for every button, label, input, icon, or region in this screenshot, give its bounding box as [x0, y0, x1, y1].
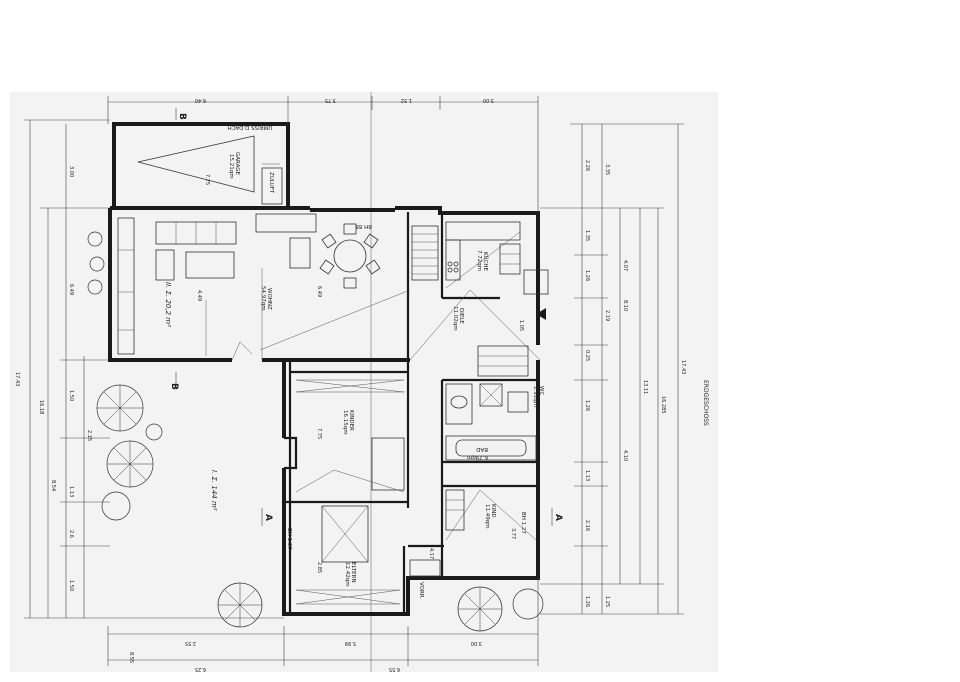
room-kind-area: 11.49qm: [484, 504, 490, 529]
dim-bottom-0: 6.25: [195, 666, 206, 672]
stairs: [411, 225, 439, 281]
exterior-walls: [108, 122, 540, 616]
room-wc-name: WC: [538, 386, 544, 395]
luft-note: ZULUFT: [268, 172, 274, 194]
dim-left-8: 16.18: [38, 400, 44, 414]
room-diele-name: DIELE: [458, 308, 464, 324]
dim-right-long-1: 13.11: [642, 380, 648, 394]
tree-icon: [101, 491, 131, 521]
dim-left-5: 2.6: [68, 530, 74, 538]
dim-right-long-3: 8.10: [622, 300, 628, 311]
room-bad-area: 6.29qm: [467, 454, 488, 460]
dim-right-3: 1.26: [584, 270, 590, 281]
dim-bottom-4: 3.00: [471, 640, 482, 646]
dim-right-1: 3.35: [604, 164, 610, 175]
dim-left-1: 6.49: [68, 284, 74, 295]
dim-left-4: 1.13: [68, 486, 74, 497]
room-eltern-name: ELTERN: [350, 562, 356, 583]
dim-inner-1: 6.49: [316, 286, 322, 297]
bh-label-3: BH 1.27: [520, 512, 526, 534]
dim-left-0: 3.00: [68, 166, 74, 177]
room-bad-name: BAD: [476, 446, 488, 452]
room-kind-name: KIND: [490, 504, 496, 518]
dim-top-1: 3.75: [325, 97, 336, 103]
dim-inner-6: 4.17: [428, 548, 434, 559]
dim-inner-7: 1.05: [518, 320, 524, 331]
room-wohnen-name: WOHNZ: [266, 288, 272, 310]
room-wohnen-area: 54.97qm: [260, 286, 266, 311]
wohn-area-note: II. Σ. 20,2 m²: [164, 282, 172, 327]
bh-label-1: BH 88: [355, 223, 372, 229]
dim-bottom-1: 2.55: [185, 640, 196, 646]
total-area-note: I. Σ. 144 m²: [210, 470, 218, 511]
landscaping: [87, 231, 544, 632]
dim-right-4: 2.19: [604, 310, 610, 321]
room-wc-area: 1.91qm: [532, 386, 538, 407]
dim-left-3: 2.15: [86, 430, 92, 441]
dim-right-long-0: 17.43: [680, 360, 686, 374]
dim-right-2: 1.35: [584, 230, 590, 241]
dim-left-2: 1.50: [68, 390, 74, 401]
room-garage-name: GARAGE: [234, 152, 240, 176]
bh-label-2: BH 1.37: [286, 528, 292, 550]
dim-right-long-2: 16.285: [660, 396, 666, 414]
tree-icon: [87, 231, 103, 247]
tree-icon: [145, 423, 163, 441]
dimension-lines: [24, 96, 684, 666]
dim-inner-5: 2.85: [316, 562, 322, 573]
section-mark-b-top: B: [177, 113, 187, 120]
vorrat-label: VORR.: [418, 582, 424, 599]
dim-right-5: 0.25: [584, 350, 590, 361]
dim-bottom-5: 8.55: [128, 652, 134, 663]
room-kinder-area: 16.15qm: [342, 410, 348, 435]
dim-bottom-3: 5.99: [345, 640, 356, 646]
tree-icon: [87, 279, 103, 295]
dim-top-2: 1.32: [401, 97, 412, 103]
dim-inner-2: 7.75: [316, 428, 322, 439]
labels: B B A A ERDGESCHOSS UMRISS D.DACH ZULUFT…: [14, 97, 709, 672]
tree-icon: [89, 256, 105, 272]
room-kinder-name: KINDER: [348, 410, 354, 431]
dim-inner-3: 7.75: [204, 174, 210, 185]
interior-details: [117, 135, 549, 605]
dim-inner-0: 4.49: [196, 290, 202, 301]
dim-top-0: 6.40: [195, 97, 206, 103]
tree-icon: [512, 588, 544, 620]
dim-top-3: 3.00: [483, 97, 494, 103]
dim-left-9: 8.54: [50, 480, 56, 491]
room-garage-area: 15.21qm: [228, 154, 234, 179]
dim-right-long-4: 4.07: [622, 260, 628, 271]
section-mark-a-right: A: [553, 514, 563, 521]
room-diele-area: 11.02qm: [452, 306, 458, 331]
dim-right-6: 1.26: [584, 400, 590, 411]
dach-note: UMRISS D.DACH: [228, 124, 273, 130]
dim-bottom-2: 6.55: [389, 666, 400, 672]
dim-inner-4: 3.77: [510, 528, 516, 539]
dim-right-7: 1.13: [584, 470, 590, 481]
dim-right-0: 2.26: [584, 160, 590, 171]
dim-right-8: 4.10: [622, 450, 628, 461]
dim-right-10: 1.26: [584, 596, 590, 607]
dim-right-11: 1.25: [604, 596, 610, 607]
room-kuche-name: KÜCHE: [482, 252, 489, 271]
dim-left-7: 17.43: [14, 372, 20, 386]
room-eltern-area: 12.42qm: [344, 562, 350, 587]
dim-left-6: 1.50: [68, 580, 74, 591]
paper: [10, 92, 718, 672]
section-mark-b-bottom: B: [169, 383, 179, 390]
section-mark-a-left: A: [263, 514, 273, 521]
room-kuche-area: 7.72qm: [476, 250, 482, 271]
sheet-title: ERDGESCHOSS: [702, 380, 709, 426]
dim-right-9: 2.16: [584, 520, 590, 531]
